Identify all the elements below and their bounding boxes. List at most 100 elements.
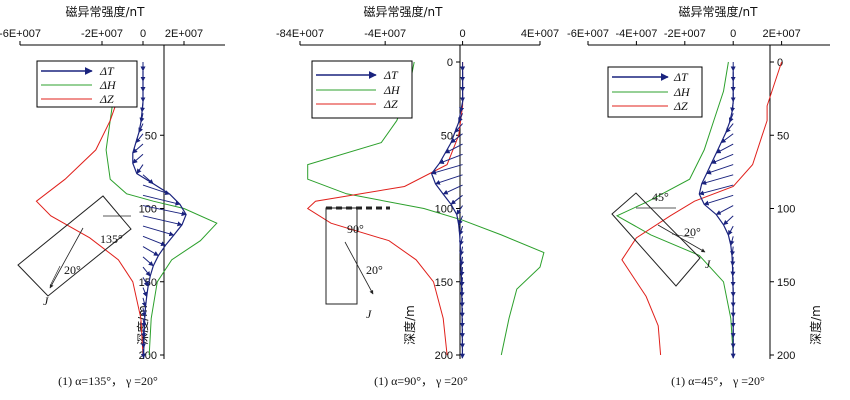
chart-2-legend-dh: ΔH [383, 83, 401, 97]
chart-3-dt-vector [710, 153, 734, 164]
chart-1-dt-vector [142, 287, 148, 298]
chart-1-j-label: J [43, 294, 49, 308]
chart-1-legend-box [36, 60, 138, 108]
chart-1-dt-vector [142, 256, 154, 267]
chart-2-dt-vector [454, 123, 463, 133]
chart-2-x-tick-label: 4E+007 [521, 28, 559, 40]
chart-2-dt-vector [435, 174, 463, 185]
chart-3-legend-dz: ΔZ [673, 99, 688, 113]
chart-1-dt-vector [132, 153, 144, 164]
chart-3-series-dt [698, 71, 734, 359]
chart-1-legend-dt: ΔT [99, 64, 115, 78]
chart-3-y-tick-label: 50 [777, 130, 789, 142]
chart-2-dt-vector [450, 133, 463, 144]
chart-1-dt-vector [142, 246, 159, 257]
chart-2-series-dt [430, 71, 464, 359]
chart-1-dt-vector [142, 266, 151, 277]
chart-2-dt-vector [456, 205, 464, 215]
chart-2-magnetization-arrow [344, 241, 374, 295]
chart-1-y-tick-label: 50 [145, 130, 157, 142]
chart-3-title: 磁异常强度/nT [679, 4, 759, 19]
chart-3-magnetization-arrow [657, 224, 706, 253]
chart-3-dipping-body [611, 192, 701, 287]
chart-1-dt-vector [141, 297, 147, 308]
chart-1-dt-vector [135, 133, 144, 144]
chart-3-dip-angle-label: 45° [652, 190, 669, 204]
chart-3-y-tick-label: 100 [777, 204, 795, 216]
chart-1-series-dt [132, 71, 187, 359]
chart-2-dip-angle-label: 90° [347, 222, 364, 236]
chart-3-y-tick-label: 150 [777, 277, 795, 289]
chart-2-dt-vector [438, 153, 463, 165]
chart-1-inclination-label: 20° [64, 263, 81, 277]
chart-1-x-tick-label: -6E+007 [0, 28, 41, 40]
chart-3-dt-vector [701, 174, 734, 185]
chart-1-dt-vector [142, 205, 187, 217]
chart-3-dt-vector [723, 215, 734, 226]
chart-1-series-dh [105, 61, 218, 356]
chart-1-dipping-body [17, 195, 132, 297]
chart-1-dt-vector [142, 215, 183, 227]
chart-3-dt-vector [720, 133, 734, 144]
chart-3-legend: ΔT ΔH ΔZ [607, 66, 703, 118]
chart-1-body-model: 135° 20° J [17, 195, 132, 308]
chart-1-inclination-reference [50, 265, 61, 285]
chart-1-caption: (1) α=135°， γ =20° [58, 374, 158, 388]
chart-3-x-tick-label: -2E+007 [664, 28, 706, 40]
chart-1-dt-vector [136, 164, 144, 174]
chart-3-inclination-reference [671, 233, 695, 239]
chart-3-x-tick-label: -4E+007 [615, 28, 657, 40]
chart-2-dt-vector [431, 164, 463, 175]
chart-1-magnetization-arrow [49, 227, 84, 289]
chart-2-legend-dt: ΔT [383, 68, 399, 82]
chart-2-j-label: J [366, 307, 372, 321]
chart-2-dt-vector [458, 215, 464, 226]
chart-1-dt-vector [142, 225, 175, 237]
chart-1-dt-vector [142, 184, 171, 195]
chart-2-y-tick-label: 100 [435, 204, 453, 216]
chart-3-legend-dt: ΔT [673, 70, 689, 84]
chart-3-y-tick-label: 200 [777, 350, 795, 362]
chart-2-dt-vector [442, 184, 463, 195]
chart-2-x-tick-label: -4E+007 [364, 28, 406, 40]
chart-3-series-dh [615, 61, 734, 356]
chart-2-legend-dz: ΔZ [383, 97, 398, 111]
chart-2-dt-vector [444, 143, 463, 154]
chart-3-dt-vector [727, 225, 734, 236]
chart-1-x-tick-label: 0 [140, 28, 146, 40]
chart-2-body-model: 90° 20° J [325, 206, 390, 321]
chart-1-dt-vector [142, 194, 181, 206]
chart-3-dt-vector [729, 236, 735, 246]
chart-2-y-tick-label: 0 [447, 57, 453, 69]
chart-2-series-dz [306, 62, 464, 356]
chart-3-dt-vector [715, 205, 734, 216]
chart-2-y-label: 深度/m [402, 305, 417, 345]
chart-1-legend-dz: ΔZ [99, 92, 114, 106]
chart-1-legend: ΔT ΔH ΔZ [36, 60, 138, 108]
chart-3-dt-vector [725, 123, 734, 133]
chart-3-dt-vector [698, 184, 734, 196]
chart-3-inclination-label: 20° [684, 225, 701, 239]
chart-3-x-tick-label: -6E+007 [567, 28, 609, 40]
chart-1-y-tick-label: 100 [139, 204, 157, 216]
chart-1-series-dz [35, 61, 144, 356]
chart-1-dip-angle-label: 135° [100, 232, 123, 246]
chart-1-x-tick-label: 2E+007 [165, 28, 203, 40]
chart-3-caption: (1) α=45°， γ =20° [671, 374, 765, 388]
chart-1-legend-dh: ΔH [99, 78, 117, 92]
chart-3-dt-vector [715, 143, 734, 154]
chart-3-y-label: 深度/m [808, 305, 823, 345]
chart-2-title: 磁异常强度/nT [364, 4, 444, 19]
chart-2-legend: ΔT ΔH ΔZ [311, 60, 413, 119]
chart-2-y-tick-label: 150 [435, 277, 453, 289]
chart-1-dt-vector [142, 235, 167, 246]
chart-3-body-model: 45° 20° J [611, 190, 711, 287]
